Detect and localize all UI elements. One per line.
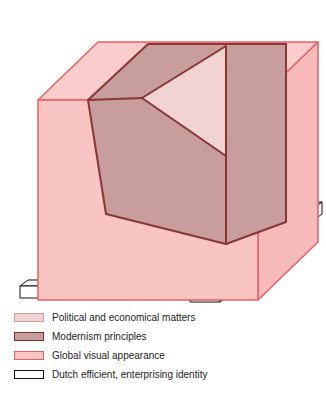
legend-swatch [14,332,44,341]
outer-cube [38,42,318,300]
legend-text: Political and economical matters [52,312,195,323]
legend-row: Political and economical matters [14,308,207,327]
legend-swatch [14,313,44,322]
legend-row: Modernism principles [14,327,207,346]
legend-swatch [14,370,44,379]
legend: Political and economical mattersModernis… [14,308,207,384]
legend-text: Global visual appearance [52,350,165,361]
legend-row: Dutch efficient, enterprising identity [14,365,207,384]
legend-swatch [14,351,44,360]
modernism-cut [88,44,286,244]
legend-row: Global visual appearance [14,346,207,365]
legend-text: Dutch efficient, enterprising identity [52,369,207,380]
legend-text: Modernism principles [52,331,146,342]
inner-corner [88,46,226,244]
